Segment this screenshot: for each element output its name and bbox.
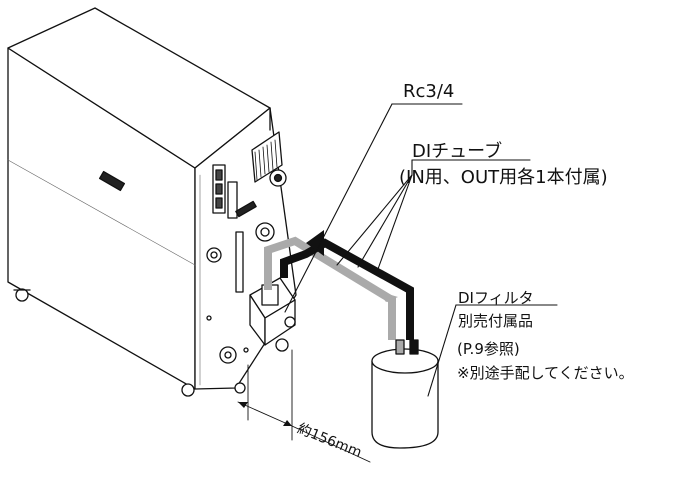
front-handle [98,170,126,192]
di-filter-label: DIフィルタ [458,289,534,307]
di-tube-note: (IN用、OUT用各1本付属) [399,167,608,188]
rc-fitting-label: Rc3/4 [403,81,455,102]
arrange-note: ※別途手配してください。 [457,364,634,382]
dimension-lines [237,349,371,463]
accessory-label: 別売付属品 [458,312,534,330]
di-filter-canister [371,339,439,449]
rc-fitting-block [249,277,296,352]
chiller-unit [7,7,297,397]
caster-wheels [13,288,246,397]
tube-out-arrowhead [306,230,324,256]
page-ref-label: (P.9参照) [457,340,520,358]
di-tube-in [264,236,396,340]
di-tube-label: DIチューブ [412,141,503,162]
fan-grille-icon [251,131,283,183]
leader-lines [284,103,558,397]
tube-in-arrowhead [378,291,398,302]
